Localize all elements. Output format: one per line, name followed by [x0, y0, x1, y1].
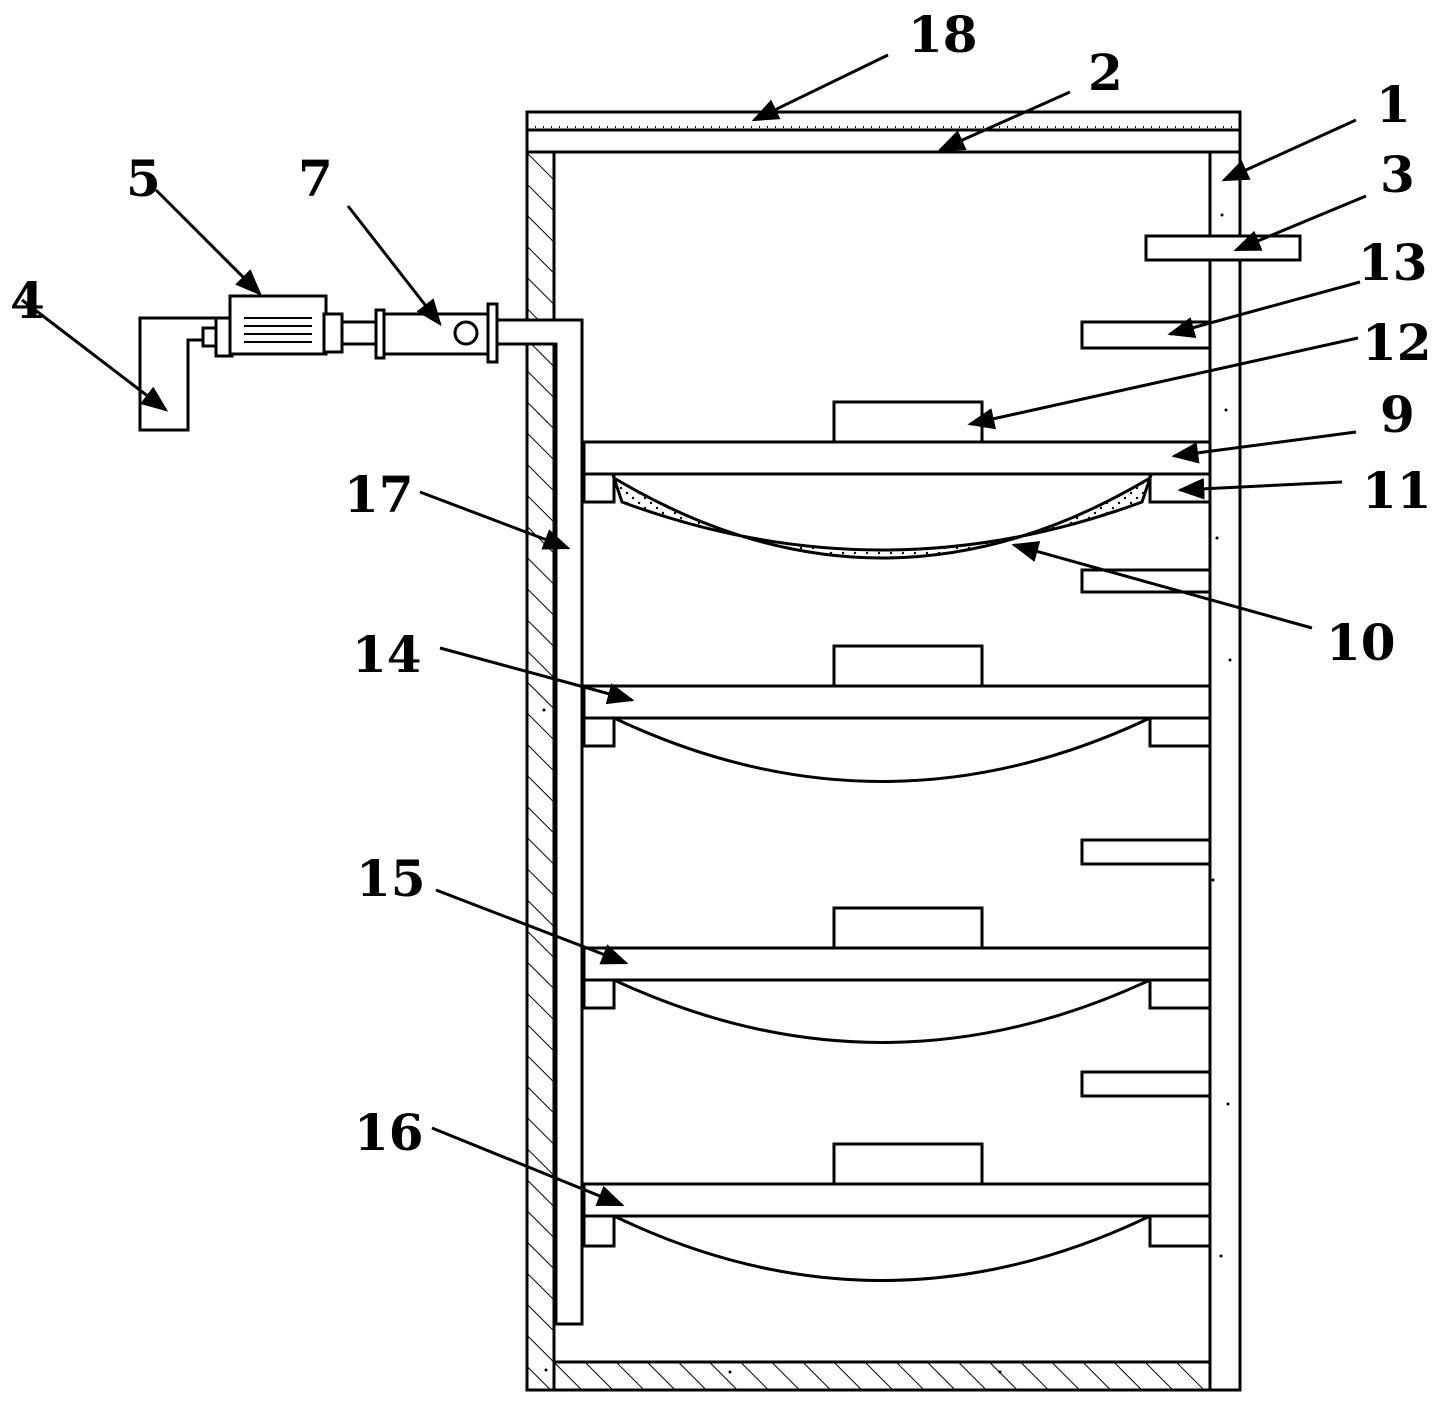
valve-7 [374, 302, 499, 364]
leader-16 [431, 1126, 625, 1207]
leader-5 [154, 188, 262, 296]
mesh-row2 [613, 716, 1151, 783]
leader-lines [21, 53, 1367, 1207]
label-1: 1 [1376, 75, 1411, 134]
clip-right-2 [1148, 716, 1212, 748]
leader-3 [1233, 194, 1367, 252]
block-12 [832, 400, 984, 444]
clip-right-3 [1148, 978, 1212, 1010]
clip-left-1 [582, 472, 616, 504]
label-5: 5 [126, 149, 161, 208]
leader-12 [967, 336, 1359, 430]
housing [525, 110, 1242, 1392]
side-bar-3 [1144, 234, 1302, 262]
label-10: 10 [1326, 613, 1396, 672]
left-wall [525, 150, 556, 1392]
label-3: 3 [1380, 145, 1415, 204]
wall-speckles [542, 213, 1232, 1374]
pipe-17 [497, 318, 584, 1326]
leader-15 [435, 888, 629, 965]
clip-left-2 [582, 716, 616, 748]
label-15: 15 [356, 849, 426, 908]
top-cover [525, 110, 1242, 154]
leader-13 [1167, 280, 1361, 339]
label-16: 16 [354, 1103, 424, 1162]
leader-17 [419, 490, 571, 550]
leader-1 [1221, 118, 1357, 182]
bracket-row4 [1080, 1070, 1212, 1098]
filter-10 [611, 474, 1153, 560]
label-2: 2 [1088, 43, 1123, 102]
leader-9 [1171, 430, 1357, 464]
label-18: 18 [908, 5, 978, 64]
plate-16 [582, 1182, 1212, 1218]
label-17: 17 [344, 465, 414, 524]
plate-14 [582, 684, 1212, 720]
shelf-4 [582, 1142, 1212, 1282]
leader-10 [1011, 541, 1313, 630]
label-11: 11 [1362, 461, 1432, 520]
block-row2 [832, 644, 984, 688]
bracket-row3 [1080, 838, 1212, 866]
leader-7 [346, 205, 442, 327]
leader-2 [937, 90, 1071, 152]
label-13: 13 [1358, 233, 1428, 292]
bracket-13 [1080, 320, 1212, 350]
shelf-2 [582, 644, 1212, 783]
leader-4 [21, 298, 169, 412]
leader-14 [439, 646, 635, 705]
bottom-wall [552, 1360, 1212, 1392]
plate-15 [582, 946, 1212, 982]
block-row4 [832, 1142, 984, 1186]
label-7: 7 [298, 149, 333, 208]
shelf-1 [582, 400, 1212, 560]
clip-left-4 [582, 1214, 616, 1248]
clip-left-3 [582, 978, 616, 1010]
pump-5 [201, 294, 378, 358]
right-wall [1208, 150, 1242, 1392]
label-12: 12 [1362, 313, 1432, 372]
plate-9 [582, 440, 1212, 476]
clip-right-4 [1148, 1214, 1212, 1248]
shelf-3 [582, 906, 1212, 1044]
leader-18 [751, 53, 889, 122]
mesh-row3 [613, 978, 1151, 1044]
block-row3 [832, 906, 984, 950]
label-4: 4 [10, 271, 45, 330]
label-9: 9 [1380, 385, 1415, 444]
label-14: 14 [352, 625, 422, 684]
mesh-row4 [613, 1214, 1151, 1282]
leader-11 [1177, 478, 1343, 500]
